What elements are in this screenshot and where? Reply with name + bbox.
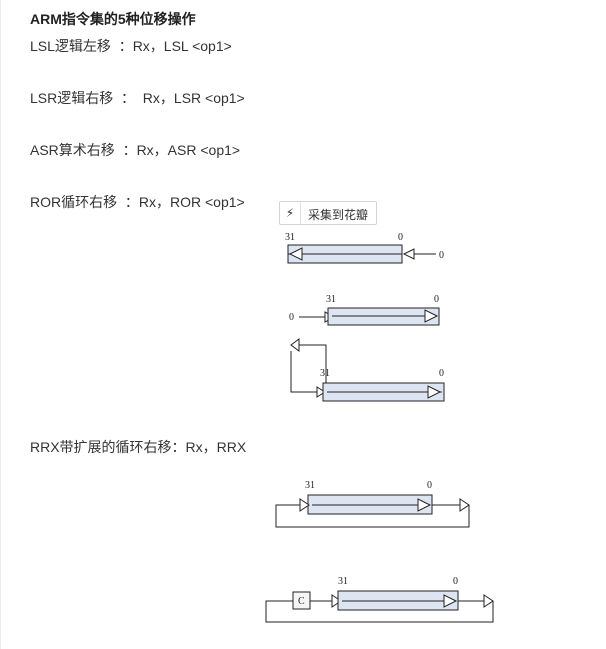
lsl-bit31-label: 31 bbox=[285, 232, 295, 243]
pin-button-label: 采集到花瓣 bbox=[308, 208, 369, 222]
ror-bit31-label: 31 bbox=[320, 368, 330, 379]
lsr-bit0-label: 0 bbox=[434, 294, 439, 305]
pin-to-huaban-button[interactable]: ⚡ 采集到花瓣 bbox=[279, 201, 377, 225]
lsl-diagram: 31 0 0 bbox=[285, 232, 444, 264]
lsr-out-arrowhead bbox=[424, 309, 439, 323]
rrx2-in-arrowhead bbox=[331, 594, 342, 608]
left-border bbox=[0, 0, 1, 649]
lsl-zero-in-label: 0 bbox=[439, 250, 444, 261]
lsr-zero-in-label: 0 bbox=[289, 312, 294, 323]
lsl-bit0-label: 0 bbox=[398, 232, 403, 243]
lsl-heading: LSL逻辑左移 ：Rx，LSL <op1> bbox=[30, 38, 232, 54]
lsl-in-arrowhead bbox=[402, 248, 415, 260]
ror-top-arrowhead bbox=[290, 338, 300, 352]
rrx-diagram-1: 31 0 bbox=[275, 480, 470, 528]
pin-icon: ⚡ bbox=[280, 202, 301, 224]
rrx1-out-arrowhead bbox=[459, 498, 470, 512]
ror-diagram: 31 0 bbox=[290, 338, 445, 402]
asr-heading: ASR算术右移 ：Rx，ASR <op1> bbox=[30, 142, 241, 158]
lsr-bit31-label: 31 bbox=[326, 294, 336, 305]
rrx2-inner-arrowhead bbox=[443, 594, 458, 608]
lsl-out-arrowhead bbox=[288, 247, 303, 261]
rrx-heading: RRX带扩展的循环右移：Rx，RRX bbox=[30, 439, 247, 455]
lsr-diagram: 0 31 0 bbox=[289, 294, 440, 326]
rrx1-bit0-label: 0 bbox=[427, 480, 432, 491]
rrx1-inner-arrowhead bbox=[417, 498, 432, 512]
ror-bit0-label: 0 bbox=[439, 368, 444, 379]
lsr-heading: LSR逻辑右移 ： Rx，LSR <op1> bbox=[30, 90, 245, 106]
page-title: ARM指令集的5种位移操作 bbox=[30, 11, 196, 27]
rrx2-bit31-label: 31 bbox=[338, 576, 348, 587]
rrx-diagram-2: C 31 0 bbox=[265, 576, 494, 623]
rrx1-in-arrowhead bbox=[299, 498, 310, 512]
ror-heading: ROR循环右移 ：Rx，ROR <op1> bbox=[30, 194, 245, 210]
rrx2-bit0-label: 0 bbox=[453, 576, 458, 587]
carry-flag-label: C bbox=[298, 596, 305, 607]
rrx1-bit31-label: 31 bbox=[305, 480, 315, 491]
ror-wrap-arrowhead bbox=[316, 386, 326, 398]
rrx2-out-arrowhead bbox=[483, 594, 494, 608]
ror-out-arrowhead bbox=[427, 385, 442, 399]
